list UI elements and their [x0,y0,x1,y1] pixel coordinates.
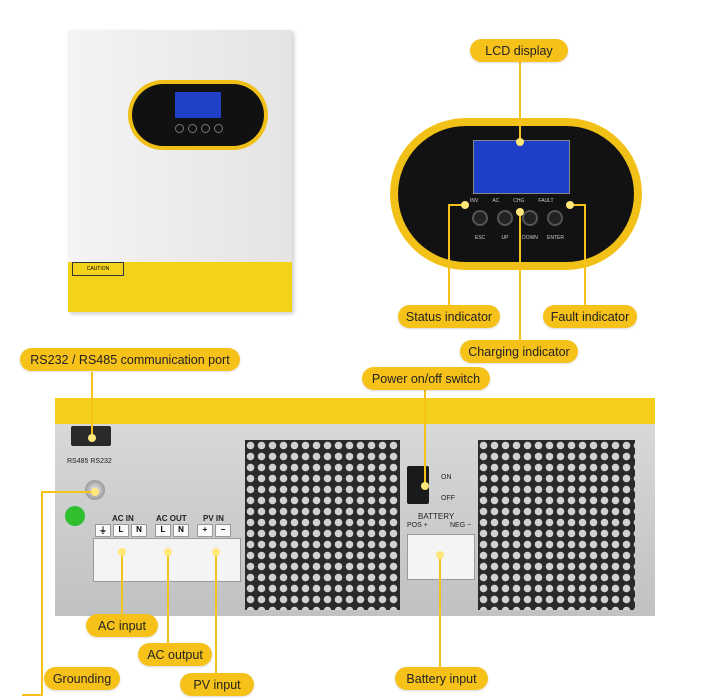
ac-out-n-term: N [173,524,189,537]
battery-pos-label: POS + [407,522,428,529]
lcd-screen [473,140,570,194]
indicator-ac: AC [492,198,500,204]
ac-output-label: AC output [138,643,212,666]
fan-grille-right [478,440,635,610]
enter-label: ENTER [547,235,564,241]
fan-grille-left [245,440,400,610]
port-label: RS485 RS232 [67,458,112,465]
ac-in-n-term: N [131,524,147,537]
power-switch[interactable] [407,466,429,504]
caution-label: CAUTION [72,262,124,276]
indicator-chg: CHG [513,198,525,204]
front-display-bezel [128,80,268,150]
lcd-display-label: LCD display [470,39,568,62]
comm-port-label: RS232 / RS485 communication port [20,348,240,371]
esc-button[interactable]: ESC [472,210,488,244]
power-switch-label: Power on/off switch [362,367,490,390]
ac-out-l-term: L [155,524,171,537]
battery-neg-label: NEG − [450,522,472,529]
pv-pos-term: + [197,524,213,537]
ac-in-l-term: L [113,524,129,537]
down-button[interactable]: DOWN [522,210,538,244]
pv-neg-term: − [215,524,231,537]
green-sticker [65,506,85,526]
switch-on-label: ON [441,474,452,481]
fault-indicator-label: Fault indicator [543,305,637,328]
inverter-rear: RS485 RS232 AC IN AC OUT PV IN ⏚ L N L N… [55,398,655,616]
down-label: DOWN [522,235,538,241]
indicator-inv: INV [470,198,479,204]
pv-in-label: PV IN [203,514,224,523]
ac-in-ground-term: ⏚ [95,524,111,537]
control-panel: INV AC CHG FAULT ESC UP DOWN ENTER [390,118,642,270]
indicator-fault: FAULT [538,198,554,204]
esc-label: ESC [474,235,486,241]
up-button[interactable]: UP [497,210,513,244]
caution-text: CAUTION [86,266,110,272]
inverter-front: CAUTION [68,30,292,312]
ac-in-label: AC IN [112,514,134,523]
enter-button[interactable]: ENTER [547,210,564,244]
ac-input-label: AC input [86,614,158,637]
pv-input-label: PV input [180,673,254,696]
grounding-label: Grounding [44,667,120,690]
switch-off-label: OFF [441,495,455,502]
ac-out-label: AC OUT [156,514,187,523]
charging-indicator-label: Charging indicator [460,340,578,363]
battery-input-label: Battery input [395,667,488,690]
battery-label: BATTERY [418,512,455,521]
up-label: UP [501,235,509,241]
status-indicator-label: Status indicator [398,305,500,328]
